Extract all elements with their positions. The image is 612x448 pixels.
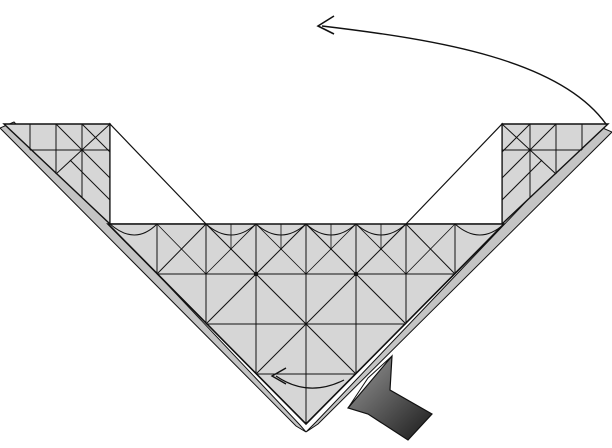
open-regions (110, 124, 502, 224)
left-flap (4, 124, 110, 224)
right-flap (502, 124, 608, 224)
main-body (108, 224, 504, 424)
curved-move-arrow (318, 16, 606, 124)
